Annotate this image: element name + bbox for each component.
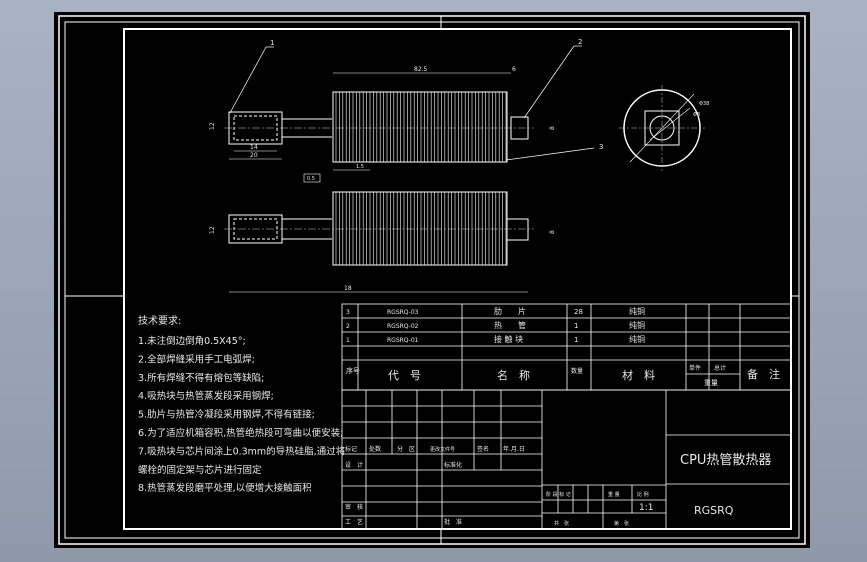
hdr-remark: 备 注 bbox=[747, 367, 780, 381]
dim-circle-1: Φ38 bbox=[699, 101, 709, 107]
parts-cell-no: 1 bbox=[346, 337, 350, 344]
pipe-end-bottom bbox=[506, 218, 529, 241]
balloon-2: 2 bbox=[578, 38, 582, 46]
lbl-change-doc: 更改文件号 bbox=[430, 446, 455, 453]
parts-cell-code: RGSRQ-03 bbox=[387, 309, 419, 316]
lbl-sheet-no: 第 张 bbox=[614, 520, 629, 527]
dim-lower-right-dia: 8 bbox=[549, 230, 556, 234]
lbl-zone: 分 区 bbox=[397, 445, 415, 453]
lbl-weight: 重 量 bbox=[608, 491, 620, 498]
dia-leader bbox=[629, 93, 695, 163]
tech-req-item: 7.吸热块与芯片间涂上0.3mm的导热硅脂,通过将 bbox=[138, 445, 346, 457]
parts-cell-qty: 28 bbox=[574, 308, 583, 316]
tech-req-item: 2.全部焊缝采用手工电弧焊; bbox=[138, 353, 255, 365]
balloon-3: 3 bbox=[599, 143, 603, 151]
dim-left-len-a: 14 bbox=[250, 144, 258, 151]
dim-circle-2: Φ8 bbox=[693, 112, 700, 118]
parts-header: 序号 代 号 名 称 数量 材 料 单件 总计 重量 备 注 bbox=[346, 364, 780, 387]
dim-fin-pitch: 1.5 bbox=[356, 164, 364, 170]
lbl-process: 工 艺 bbox=[345, 518, 363, 526]
lbl-scale: 比 例 bbox=[637, 491, 649, 498]
tech-req-item: 6.为了适应机箱容积,热管绝热段可弯曲以便安装; bbox=[138, 427, 343, 439]
hdr-qty: 数量 bbox=[571, 367, 583, 375]
dim-fin-thick: 0.5 bbox=[307, 176, 315, 182]
parts-cell-qty: 1 bbox=[574, 322, 578, 330]
fin-stack-top bbox=[332, 91, 508, 163]
upper-view: 82.5 6 14 20 12 8 1.5 0.5 1 2 3 bbox=[209, 38, 603, 183]
hdr-name: 名 称 bbox=[497, 368, 530, 382]
parts-cell-material: 纯铜 bbox=[629, 320, 645, 330]
tech-req-title: 技术要求: bbox=[138, 314, 181, 327]
dim-left-len-b: 20 bbox=[250, 152, 258, 159]
outer-frame bbox=[58, 15, 806, 545]
tech-requirements: 技术要求: 1.未注倒边倒角0.5X45°; 2.全部焊缝采用手工电弧焊; 3.所有… bbox=[138, 314, 346, 494]
side-view: Φ38 Φ8 bbox=[619, 85, 709, 171]
dim-fin-length: 82.5 bbox=[414, 66, 428, 73]
lbl-standardize: 标准化 bbox=[444, 461, 462, 469]
tech-req-item: 8.热管蒸发段磨平处理,以便增大接触面积 bbox=[138, 482, 312, 494]
lbl-approve: 批 准 bbox=[444, 518, 462, 526]
hdr-material: 材 料 bbox=[622, 368, 655, 382]
zone-frame bbox=[64, 21, 800, 539]
balloon-1: 1 bbox=[270, 39, 274, 47]
leader-3 bbox=[505, 147, 595, 161]
dim-right-end: 6 bbox=[512, 66, 516, 73]
title-block bbox=[341, 389, 792, 530]
parts-cell-material: 纯铜 bbox=[629, 306, 645, 316]
lbl-mark: 标记 bbox=[345, 445, 357, 453]
parts-list bbox=[341, 303, 792, 391]
parts-cell-code: RGSRQ-02 bbox=[387, 323, 419, 330]
tech-req-item: 5.肋片与热管冷凝段采用钢焊,不得有链接; bbox=[138, 409, 315, 421]
hdr-single: 单件 bbox=[689, 364, 701, 372]
parts-cell-material: 纯铜 bbox=[629, 334, 645, 344]
leader-2 bbox=[523, 45, 575, 119]
lbl-signature: 签名 bbox=[477, 445, 489, 453]
scale-value: 1:1 bbox=[639, 503, 653, 513]
parts-cell-name: 肋 片 bbox=[494, 306, 526, 316]
leader-1 bbox=[229, 46, 267, 114]
hdr-total: 总计 bbox=[714, 364, 726, 372]
parts-cell-name: 热 管 bbox=[494, 320, 526, 330]
parts-cell-no: 3 bbox=[346, 309, 350, 316]
fin-stack-bottom bbox=[332, 191, 508, 266]
hdr-weight: 重量 bbox=[704, 379, 718, 387]
tech-req-item: 螺栓的固定架与芯片进行固定 bbox=[138, 464, 262, 476]
parts-cell-name: 接 触 块 bbox=[494, 334, 523, 344]
drawing-title: CPU热管散热器 bbox=[680, 453, 771, 468]
title-block-text: 标记 处数 分 区 更改文件号 签名 年.月.日 设 计 标准化 审 核 工 艺… bbox=[345, 445, 771, 527]
drawing-code: RGSRQ bbox=[694, 504, 734, 517]
parts-cell-no: 2 bbox=[346, 323, 350, 330]
parts-cell-qty: 1 bbox=[574, 336, 578, 344]
lbl-date: 年.月.日 bbox=[503, 445, 525, 453]
parts-cell-code: RGSRQ-01 bbox=[387, 337, 419, 344]
drawing-sheet: 82.5 6 14 20 12 8 1.5 0.5 1 2 3 Φ38 Φ8 bbox=[54, 12, 810, 548]
drawing-canvas: 82.5 6 14 20 12 8 1.5 0.5 1 2 3 Φ38 Φ8 bbox=[58, 15, 806, 545]
tech-req-item: 3.所有焊缝不得有熔包等缺陷; bbox=[138, 372, 264, 384]
lbl-count: 处数 bbox=[369, 445, 381, 453]
dim-lower-left-dia: 12 bbox=[209, 226, 216, 234]
lbl-audit: 审 核 bbox=[345, 503, 363, 511]
lbl-total-sheets: 共 张 bbox=[554, 520, 569, 527]
tech-req-item: 4.吸热块与热管蒸发段采用钢焊; bbox=[138, 390, 274, 402]
tech-req-item: 1.未注倒边倒角0.5X45°; bbox=[138, 335, 246, 347]
lbl-design: 设 计 bbox=[345, 461, 363, 469]
hdr-no: 序号 bbox=[346, 366, 360, 375]
hdr-code: 代 号 bbox=[388, 369, 421, 382]
dim-box-thick bbox=[303, 173, 321, 183]
lower-view: 18 12 8 bbox=[209, 191, 556, 293]
pipe-circle bbox=[649, 115, 675, 141]
dim-left-dia: 12 bbox=[209, 122, 216, 130]
dim-pipe-dia: 8 bbox=[549, 126, 556, 130]
dim-overall: 18 bbox=[344, 285, 352, 292]
lbl-stage-mark: 阶 段 标 记 bbox=[546, 491, 571, 498]
